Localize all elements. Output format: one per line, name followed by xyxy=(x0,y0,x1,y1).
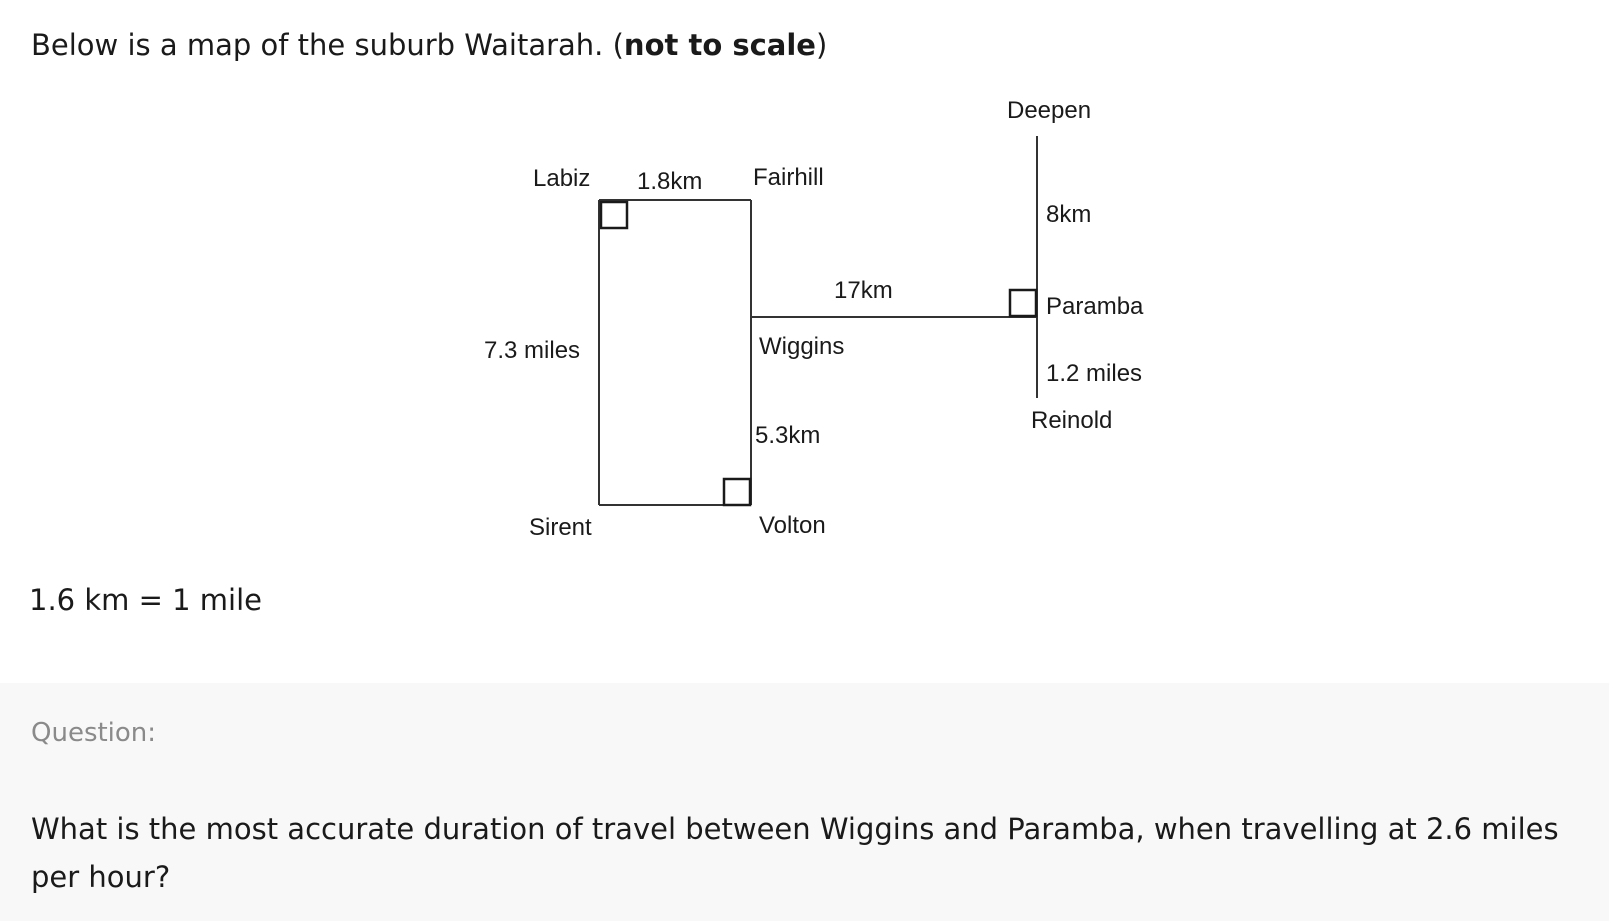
intro-closing: ) xyxy=(815,28,828,62)
road-lines xyxy=(598,136,1038,506)
place-label-fairhill: Fairhill xyxy=(753,164,824,191)
place-label-labiz: Labiz xyxy=(533,165,590,192)
question-panel: Question: What is the most accurate dura… xyxy=(0,683,1609,921)
distance-label-labiz-fairhill: 1.8km xyxy=(637,168,702,195)
place-labels: Labiz Fairhill Deepen Paramba Wiggins Re… xyxy=(529,97,1144,541)
place-label-wiggins: Wiggins xyxy=(759,333,844,360)
distance-label-wiggins-volton: 5.3km xyxy=(755,422,820,449)
right-angle-marker-labiz xyxy=(599,200,629,230)
unit-conversion: 1.6 km = 1 mile xyxy=(29,583,262,617)
suburb-map: Labiz Fairhill Deepen Paramba Wiggins Re… xyxy=(484,97,1144,541)
distance-label-labiz-sirent: 7.3 miles xyxy=(484,337,580,364)
distance-label-paramba-reinold: 1.2 miles xyxy=(1046,360,1142,387)
right-angle-markers xyxy=(599,200,1038,507)
distance-label-wiggins-paramba: 17km xyxy=(834,277,893,304)
place-label-paramba: Paramba xyxy=(1046,293,1144,320)
distance-labels: 1.8km 7.3 miles 17km 8km 1.2 miles 5.3km xyxy=(484,168,1142,449)
intro-lead: Below is a map of the suburb Waitarah. ( xyxy=(31,28,624,62)
right-angle-marker-paramba xyxy=(1008,288,1038,318)
distance-label-deepen-paramba: 8km xyxy=(1046,201,1091,228)
place-label-sirent: Sirent xyxy=(529,514,592,541)
place-label-volton: Volton xyxy=(759,512,826,539)
not-to-scale-emphasis: not to scale xyxy=(623,28,816,62)
right-angle-marker-volton xyxy=(722,477,752,507)
question-label: Question: xyxy=(31,718,157,748)
place-label-deepen: Deepen xyxy=(1007,97,1091,124)
question-text: What is the most accurate duration of tr… xyxy=(31,812,1559,894)
place-label-reinold: Reinold xyxy=(1031,407,1112,434)
intro-text: Below is a map of the suburb Waitarah. (… xyxy=(31,24,827,66)
